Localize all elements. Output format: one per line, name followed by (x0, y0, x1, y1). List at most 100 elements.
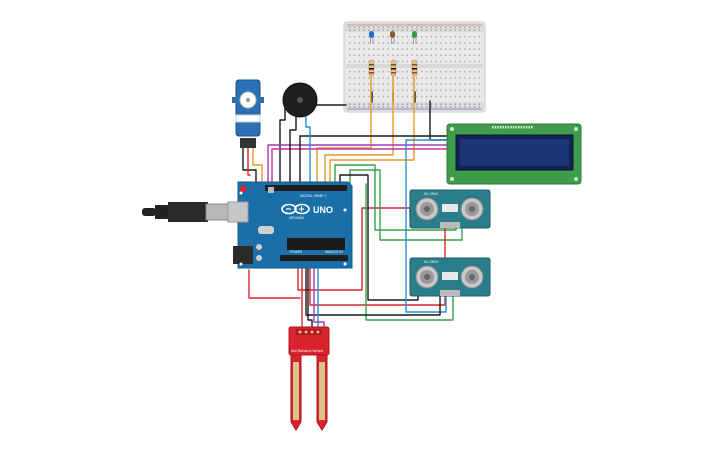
breadboard-hole (464, 42, 466, 44)
breadboard-hole (387, 83, 389, 85)
breadboard-hole (440, 83, 442, 85)
servo-motor[interactable] (232, 79, 264, 148)
breadboard-hole (373, 36, 375, 38)
breadboard-hole (421, 103, 423, 105)
breadboard-hole (353, 95, 356, 98)
led-green[interactable] (412, 31, 417, 44)
breadboard-hole (454, 60, 456, 63)
breadboard-hole (464, 60, 466, 63)
breadboard-hole (358, 103, 360, 105)
lcd-pin (497, 126, 499, 129)
breadboard-hole (459, 29, 461, 31)
breadboard-hole (411, 89, 413, 91)
breadboard-hole (430, 29, 432, 31)
breadboard-hole (416, 36, 418, 38)
breadboard-hole (406, 48, 408, 50)
breadboard-hole (435, 106, 437, 108)
breadboard-hole (449, 71, 452, 73)
breadboard-hole (430, 48, 432, 50)
breadboard-hole (401, 89, 404, 91)
resistor-3[interactable] (411, 59, 418, 77)
breadboard-hole (373, 54, 375, 56)
breadboard-hole (363, 89, 365, 91)
breadboard-hole (368, 89, 370, 91)
breadboard-hole (358, 36, 360, 38)
breadboard-hole (349, 77, 351, 79)
breadboard-hole (401, 95, 404, 98)
breadboard-hole (478, 83, 480, 85)
breadboard-hole (473, 103, 476, 105)
breadboard-hole (425, 48, 428, 50)
breadboard-hole (401, 54, 404, 56)
breadboard-hole (363, 26, 365, 28)
breadboard-hole (421, 77, 423, 79)
breadboard-hole (397, 60, 399, 63)
breadboard-hole (368, 48, 370, 50)
reset-button (268, 187, 274, 193)
ultrasonic-sensor-2[interactable]: HC-SR04 (409, 257, 491, 297)
breadboard-hole (373, 26, 375, 28)
breadboard-hole (382, 26, 384, 28)
breadboard-hole (469, 54, 471, 56)
breadboard-hole (464, 48, 466, 50)
breadboard-hole (440, 42, 442, 44)
breadboard-hole (445, 54, 447, 56)
breadboard-hole (363, 29, 365, 31)
led-brown[interactable] (390, 31, 395, 44)
lcd-pin (525, 126, 528, 129)
breadboard-hole (459, 48, 461, 50)
piezo-buzzer[interactable] (282, 82, 318, 118)
breadboard-holes (349, 26, 480, 108)
breadboard-hole (445, 36, 447, 38)
breadboard-hole (401, 42, 404, 44)
breadboard-hole (368, 95, 370, 98)
breadboard-hole (382, 48, 384, 50)
breadboard-hole (454, 71, 456, 73)
breadboard-hole (449, 29, 452, 31)
breadboard-hole (377, 95, 380, 98)
lcd-pins (492, 126, 533, 129)
analog-header-label: ANALOG IN (325, 250, 343, 254)
breadboard-hole (473, 89, 476, 91)
breadboard-hole (397, 54, 399, 56)
breadboard-hole (449, 48, 452, 50)
breadboard-hole (459, 36, 461, 38)
breadboard-hole (425, 95, 428, 98)
breadboard-hole (435, 42, 437, 44)
breadboard-hole (454, 103, 456, 105)
breadboard-hole (459, 71, 461, 73)
breadboard-hole (411, 95, 413, 98)
breadboard-hole (449, 83, 452, 85)
breadboard-hole (382, 60, 384, 63)
breadboard-hole (459, 26, 461, 28)
power-jack (233, 246, 253, 264)
resistor-2[interactable] (390, 59, 397, 77)
breadboard-hole (349, 48, 351, 50)
breadboard-hole (406, 54, 408, 56)
breadboard-hole (349, 42, 351, 44)
ultrasonic-sensor-1[interactable]: HC-SR04 (409, 189, 491, 229)
breadboard-hole (469, 36, 471, 38)
resistor-1[interactable] (368, 59, 375, 77)
arduino-uno[interactable]: UNO ARDUINO DIGITAL (PWM~) ANALOG IN POW… (227, 181, 353, 269)
breadboard-hole (406, 29, 408, 31)
breadboard-hole (459, 77, 461, 79)
breadboard-hole (382, 42, 384, 44)
wire-red (248, 269, 301, 299)
breadboard-hole (373, 42, 375, 44)
breadboard-hole (368, 103, 370, 105)
lcd-pin (502, 126, 504, 129)
breadboard-hole (353, 89, 356, 91)
wire-black (299, 135, 447, 184)
breadboard-hole (435, 89, 437, 91)
breadboard-hole (449, 26, 452, 28)
breadboard-hole (349, 103, 351, 105)
breadboard-hole (425, 42, 428, 44)
lcd-display[interactable] (446, 123, 582, 185)
led-blue[interactable] (369, 31, 374, 44)
breadboard-hole (406, 71, 408, 73)
breadboard-hole (421, 106, 423, 108)
breadboard-hole (416, 54, 418, 56)
soil-moisture-sensor[interactable]: Soil Moisture Sensor (288, 326, 330, 431)
